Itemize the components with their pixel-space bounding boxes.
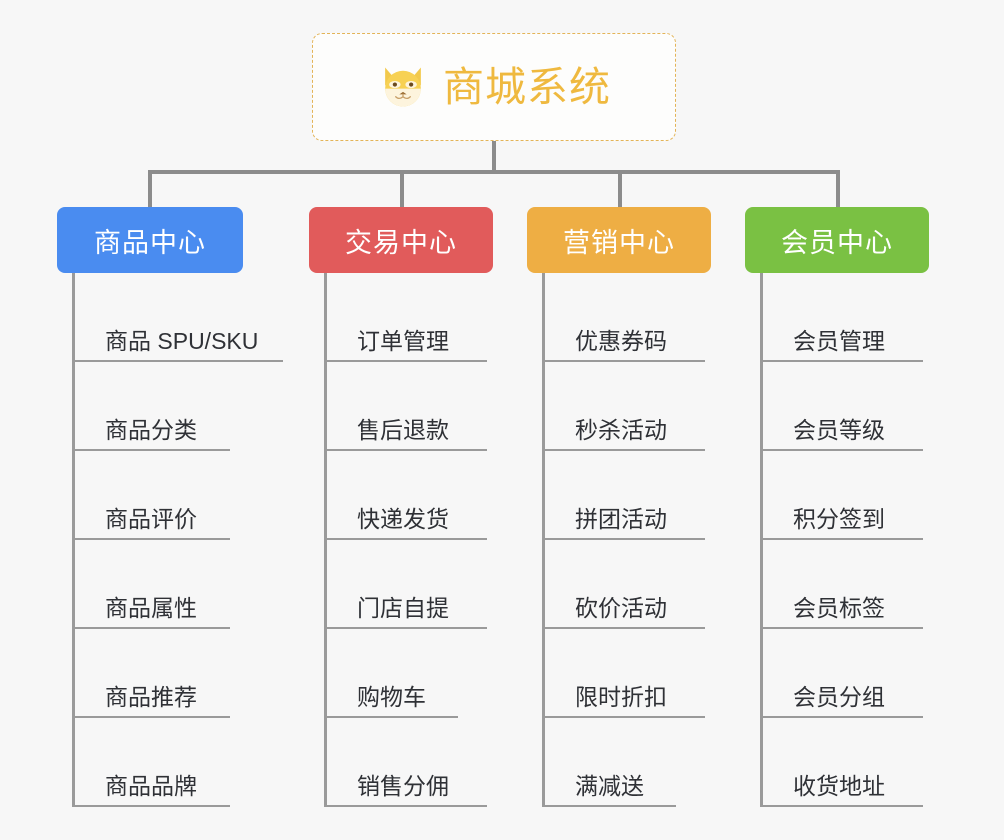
branch-column-trade: 交易中心 订单管理 售后退款 快递发货 门店自提 购物车 销售分佣 — [309, 207, 493, 807]
leaf-label: 订单管理 — [357, 328, 449, 354]
leaf-label: 拼团活动 — [575, 506, 667, 532]
branch-column-product: 商品中心 商品 SPU/SKU 商品分类 商品评价 商品属性 商品推荐 商品品牌 — [57, 207, 283, 807]
leaf-label: 快递发货 — [357, 506, 449, 532]
branch-header-marketing[interactable]: 营销中心 — [527, 207, 711, 273]
leaf-label: 优惠券码 — [575, 328, 667, 354]
leaf-label: 积分签到 — [793, 506, 885, 532]
leaf-item[interactable]: 限时折扣 — [545, 629, 705, 718]
leaf-list-marketing: 优惠券码 秒杀活动 拼团活动 砍价活动 限时折扣 满减送 — [542, 273, 711, 807]
leaf-item[interactable]: 秒杀活动 — [545, 362, 705, 451]
branch-header-member[interactable]: 会员中心 — [745, 207, 929, 273]
connector-root-stem — [492, 141, 496, 172]
leaf-label: 商品推荐 — [105, 684, 197, 710]
leaf-item[interactable]: 会员管理 — [763, 273, 923, 362]
leaf-item[interactable]: 积分签到 — [763, 451, 923, 540]
leaf-list-trade: 订单管理 售后退款 快递发货 门店自提 购物车 销售分佣 — [324, 273, 493, 807]
leaf-item[interactable]: 售后退款 — [327, 362, 487, 451]
leaf-label: 商品属性 — [105, 595, 197, 621]
leaf-item[interactable]: 收货地址 — [763, 718, 923, 807]
leaf-item[interactable]: 快递发货 — [327, 451, 487, 540]
leaf-item[interactable]: 商品分类 — [75, 362, 230, 451]
leaf-item[interactable]: 商品推荐 — [75, 629, 230, 718]
leaf-label: 会员分组 — [793, 684, 885, 710]
leaf-label: 会员管理 — [793, 328, 885, 354]
leaf-label: 会员标签 — [793, 595, 885, 621]
leaf-item[interactable]: 销售分佣 — [327, 718, 487, 807]
leaf-label: 限时折扣 — [575, 684, 667, 710]
leaf-label: 门店自提 — [357, 595, 449, 621]
leaf-list-product: 商品 SPU/SKU 商品分类 商品评价 商品属性 商品推荐 商品品牌 — [72, 273, 283, 807]
branch-header-label: 交易中心 — [345, 227, 457, 258]
leaf-item[interactable]: 门店自提 — [327, 540, 487, 629]
leaf-label: 售后退款 — [357, 417, 449, 443]
connector-drop-branch-3 — [618, 170, 622, 208]
leaf-item[interactable]: 会员标签 — [763, 540, 923, 629]
branch-header-trade[interactable]: 交易中心 — [309, 207, 493, 273]
leaf-label: 商品品牌 — [105, 773, 197, 799]
branch-column-member: 会员中心 会员管理 会员等级 积分签到 会员标签 会员分组 收货地址 — [745, 207, 929, 807]
leaf-label: 商品分类 — [105, 417, 197, 443]
leaf-label: 满减送 — [575, 773, 644, 799]
shiba-dog-face-icon — [377, 61, 429, 113]
connector-drop-branch-2 — [400, 170, 404, 208]
leaf-label: 砍价活动 — [575, 595, 667, 621]
leaf-item[interactable]: 商品 SPU/SKU — [75, 273, 283, 362]
leaf-item[interactable]: 商品品牌 — [75, 718, 230, 807]
leaf-item[interactable]: 优惠券码 — [545, 273, 705, 362]
leaf-item[interactable]: 砍价活动 — [545, 540, 705, 629]
branch-header-label: 营销中心 — [563, 227, 675, 258]
branch-header-product[interactable]: 商品中心 — [57, 207, 243, 273]
branch-header-label: 会员中心 — [781, 227, 893, 258]
leaf-label: 收货地址 — [793, 773, 885, 799]
leaf-list-member: 会员管理 会员等级 积分签到 会员标签 会员分组 收货地址 — [760, 273, 929, 807]
leaf-label: 商品 SPU/SKU — [105, 328, 259, 354]
leaf-item[interactable]: 满减送 — [545, 718, 676, 807]
leaf-label: 会员等级 — [793, 417, 885, 443]
leaf-label: 销售分佣 — [357, 773, 449, 799]
leaf-item[interactable]: 会员分组 — [763, 629, 923, 718]
leaf-label: 商品评价 — [105, 506, 197, 532]
root-node[interactable]: 商城系统 — [312, 33, 676, 141]
branch-header-label: 商品中心 — [94, 227, 206, 258]
connector-drop-branch-4 — [836, 170, 840, 208]
leaf-item[interactable]: 购物车 — [327, 629, 458, 718]
branch-column-marketing: 营销中心 优惠券码 秒杀活动 拼团活动 砍价活动 限时折扣 满减送 — [527, 207, 711, 807]
page-title: 商城系统 — [443, 63, 611, 110]
connector-drop-branch-1 — [148, 170, 152, 208]
leaf-item[interactable]: 拼团活动 — [545, 451, 705, 540]
connector-horizontal-bus — [150, 170, 840, 174]
leaf-label: 购物车 — [357, 684, 426, 710]
leaf-item[interactable]: 商品评价 — [75, 451, 230, 540]
leaf-item[interactable]: 订单管理 — [327, 273, 487, 362]
leaf-label: 秒杀活动 — [575, 417, 667, 443]
leaf-item[interactable]: 商品属性 — [75, 540, 230, 629]
leaf-item[interactable]: 会员等级 — [763, 362, 923, 451]
